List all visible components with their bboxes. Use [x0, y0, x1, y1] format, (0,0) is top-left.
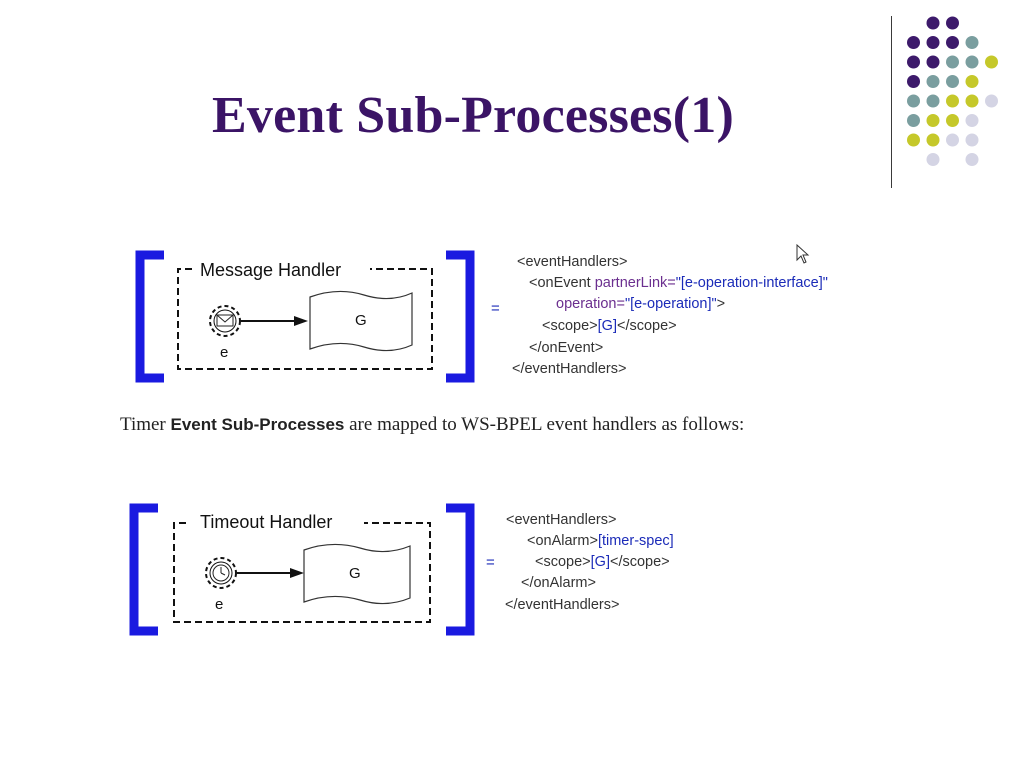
equals-sign: = — [491, 300, 500, 317]
decorative-dot — [926, 36, 940, 49]
event-label: e — [215, 596, 223, 613]
handler-label: Timeout Handler — [200, 512, 332, 532]
decorative-dot — [946, 133, 959, 147]
code-token: operation= — [556, 296, 625, 312]
decorative-dot — [946, 94, 959, 108]
decorative-dot — [946, 16, 959, 30]
decorative-dot — [926, 133, 940, 147]
mouse-cursor-icon — [796, 244, 810, 264]
decorative-dot — [946, 36, 959, 49]
decorative-dot — [985, 94, 998, 108]
code-token: </eventHandlers> — [505, 597, 620, 613]
decorative-dot — [926, 94, 940, 108]
handler-label: Message Handler — [200, 260, 341, 280]
right-bracket — [446, 503, 475, 636]
activity-label: G — [349, 565, 361, 582]
caption-bold: Event Sub-Processes — [170, 415, 345, 434]
code-token: <scope> — [535, 554, 591, 570]
caption-suffix: are mapped to WS-BPEL event handlers as … — [344, 414, 745, 435]
activity-label: G — [355, 312, 367, 329]
decorative-dot — [907, 114, 920, 127]
decorative-dot — [926, 16, 940, 30]
decorative-dot — [965, 75, 979, 88]
code-token: "[e-operation-interface]" — [675, 275, 828, 291]
event-label: e — [220, 344, 228, 361]
code-token: <onAlarm> — [527, 533, 598, 549]
code-token: "[e-operation]" — [624, 296, 717, 312]
decorative-dot — [946, 75, 959, 88]
decorative-dot — [946, 55, 959, 69]
decorative-divider-line — [891, 16, 892, 188]
message-handler-diagram: Message Handler e G — [135, 250, 475, 383]
decorative-dot — [985, 55, 998, 69]
decorative-dot — [965, 36, 979, 49]
code-token: <onEvent — [529, 275, 591, 291]
decorative-dot — [946, 114, 959, 127]
code-token: [G] — [590, 554, 610, 570]
caption-text: Timer Event Sub-Processes are mapped to … — [120, 414, 744, 436]
timeout-handler-diagram: Timeout Handler e G — [129, 503, 475, 636]
code-token: <eventHandlers> — [517, 254, 628, 270]
decorative-dot — [965, 94, 979, 108]
code-token: [timer-spec] — [597, 533, 674, 549]
right-bracket — [446, 250, 475, 383]
decorative-dot — [907, 94, 920, 108]
code-token: </onEvent> — [529, 340, 604, 356]
code-token: </eventHandlers> — [512, 361, 627, 377]
code-token: </onAlarm> — [521, 575, 596, 591]
code-token: </scope> — [616, 318, 677, 334]
envelope-icon — [216, 314, 234, 327]
decorative-dot — [907, 55, 920, 69]
equals-sign: = — [486, 554, 495, 571]
code-token: [G] — [597, 318, 617, 334]
decorative-dot — [926, 75, 940, 88]
left-bracket — [129, 503, 158, 636]
decorative-dot — [907, 133, 920, 147]
decorative-dot-grid — [907, 16, 998, 166]
decorative-dot — [926, 114, 940, 127]
code-token: > — [716, 296, 726, 312]
decorative-dot — [965, 55, 979, 69]
decorative-dot — [965, 133, 979, 147]
code-token: <eventHandlers> — [506, 512, 617, 528]
decorative-dot — [907, 75, 920, 88]
code-token: <scope> — [542, 318, 598, 334]
decorative-dot — [965, 114, 979, 127]
caption-prefix: Timer — [120, 414, 171, 435]
slide-title: Event Sub-Processes(1) — [212, 87, 734, 144]
decorative-dot — [926, 153, 940, 166]
decorative-dot — [926, 55, 940, 69]
decorative-dot — [907, 36, 920, 49]
code-token: </scope> — [609, 554, 670, 570]
code-token: partnerLink= — [590, 275, 676, 291]
decorative-dot — [965, 153, 979, 166]
clock-icon — [212, 564, 230, 582]
left-bracket — [135, 250, 164, 383]
